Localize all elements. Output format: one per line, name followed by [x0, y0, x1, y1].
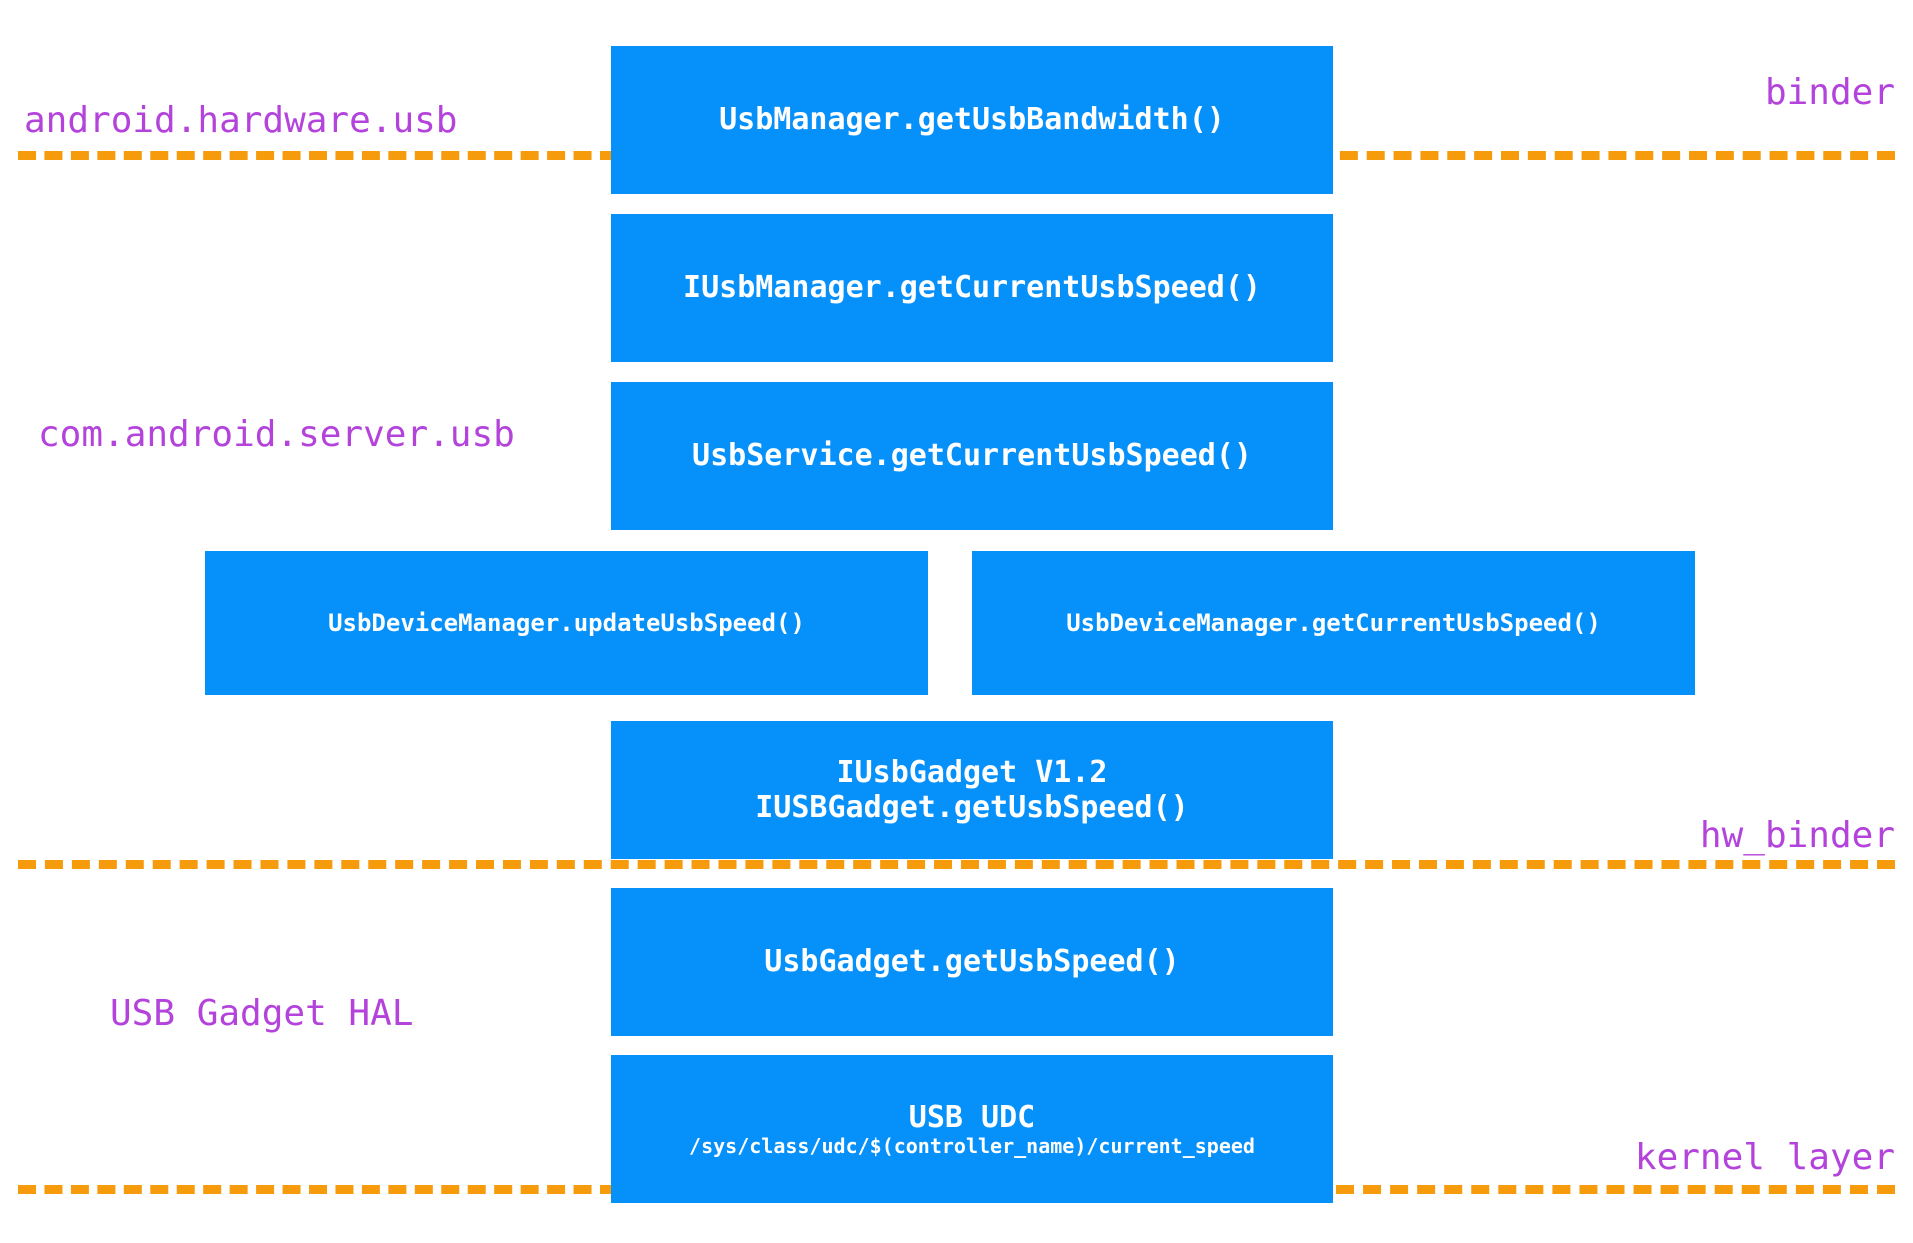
binder-boundary-line-left — [18, 151, 618, 160]
box-label-line1: UsbDeviceManager.updateUsbSpeed() — [328, 608, 805, 637]
box-label-line2: /sys/class/udc/$(controller_name)/curren… — [689, 1133, 1255, 1158]
kernel-boundary-line-left — [18, 1185, 618, 1194]
box-usbgadget-getusbspeed[interactable]: UsbGadget.getUsbSpeed() — [611, 888, 1333, 1036]
layer-label-usb-gadget-hal: USB Gadget HAL — [110, 993, 414, 1034]
box-usbdevicemanager-getcurrentusbspeed[interactable]: UsbDeviceManager.getCurrentUsbSpeed() — [972, 551, 1695, 695]
layer-label-hw-binder: hw_binder — [1699, 815, 1895, 856]
box-label-line1: UsbService.getCurrentUsbSpeed() — [692, 438, 1252, 474]
kernel-boundary-line-right — [1336, 1185, 1895, 1194]
box-label-line1: USB UDC — [908, 1099, 1036, 1135]
layer-label-android-hardware-usb: android.hardware.usb — [24, 100, 458, 141]
box-label-line1: UsbGadget.getUsbSpeed() — [764, 944, 1180, 980]
layer-label-com-android-server-usb: com.android.server.usb — [38, 414, 515, 455]
box-iusbmanager-getcurrentusbspeed[interactable]: IUsbManager.getCurrentUsbSpeed() — [611, 214, 1333, 362]
box-usbservice-getcurrentusbspeed[interactable]: UsbService.getCurrentUsbSpeed() — [611, 382, 1333, 530]
box-label-line1: UsbManager.getUsbBandwidth() — [719, 102, 1225, 138]
box-label-line1: UsbDeviceManager.getCurrentUsbSpeed() — [1066, 608, 1601, 637]
box-iusbgadget[interactable]: IUsbGadget V1.2 IUSBGadget.getUsbSpeed() — [611, 721, 1333, 859]
binder-boundary-line-right — [1313, 151, 1895, 160]
box-usbmanager-getusbbandwidth[interactable]: UsbManager.getUsbBandwidth() — [611, 46, 1333, 194]
box-label-line1: IUsbManager.getCurrentUsbSpeed() — [683, 270, 1261, 306]
layer-label-kernel-layer: kernel layer — [1634, 1137, 1895, 1178]
box-usb-udc[interactable]: USB UDC /sys/class/udc/$(controller_name… — [611, 1055, 1333, 1203]
box-label-line1: IUsbGadget V1.2 — [836, 754, 1108, 790]
layer-label-binder: binder — [1764, 72, 1895, 113]
box-usbdevicemanager-updateusbspeed[interactable]: UsbDeviceManager.updateUsbSpeed() — [205, 551, 928, 695]
box-label-line2: IUSBGadget.getUsbSpeed() — [755, 790, 1189, 825]
hw-binder-boundary-line — [18, 860, 1895, 869]
